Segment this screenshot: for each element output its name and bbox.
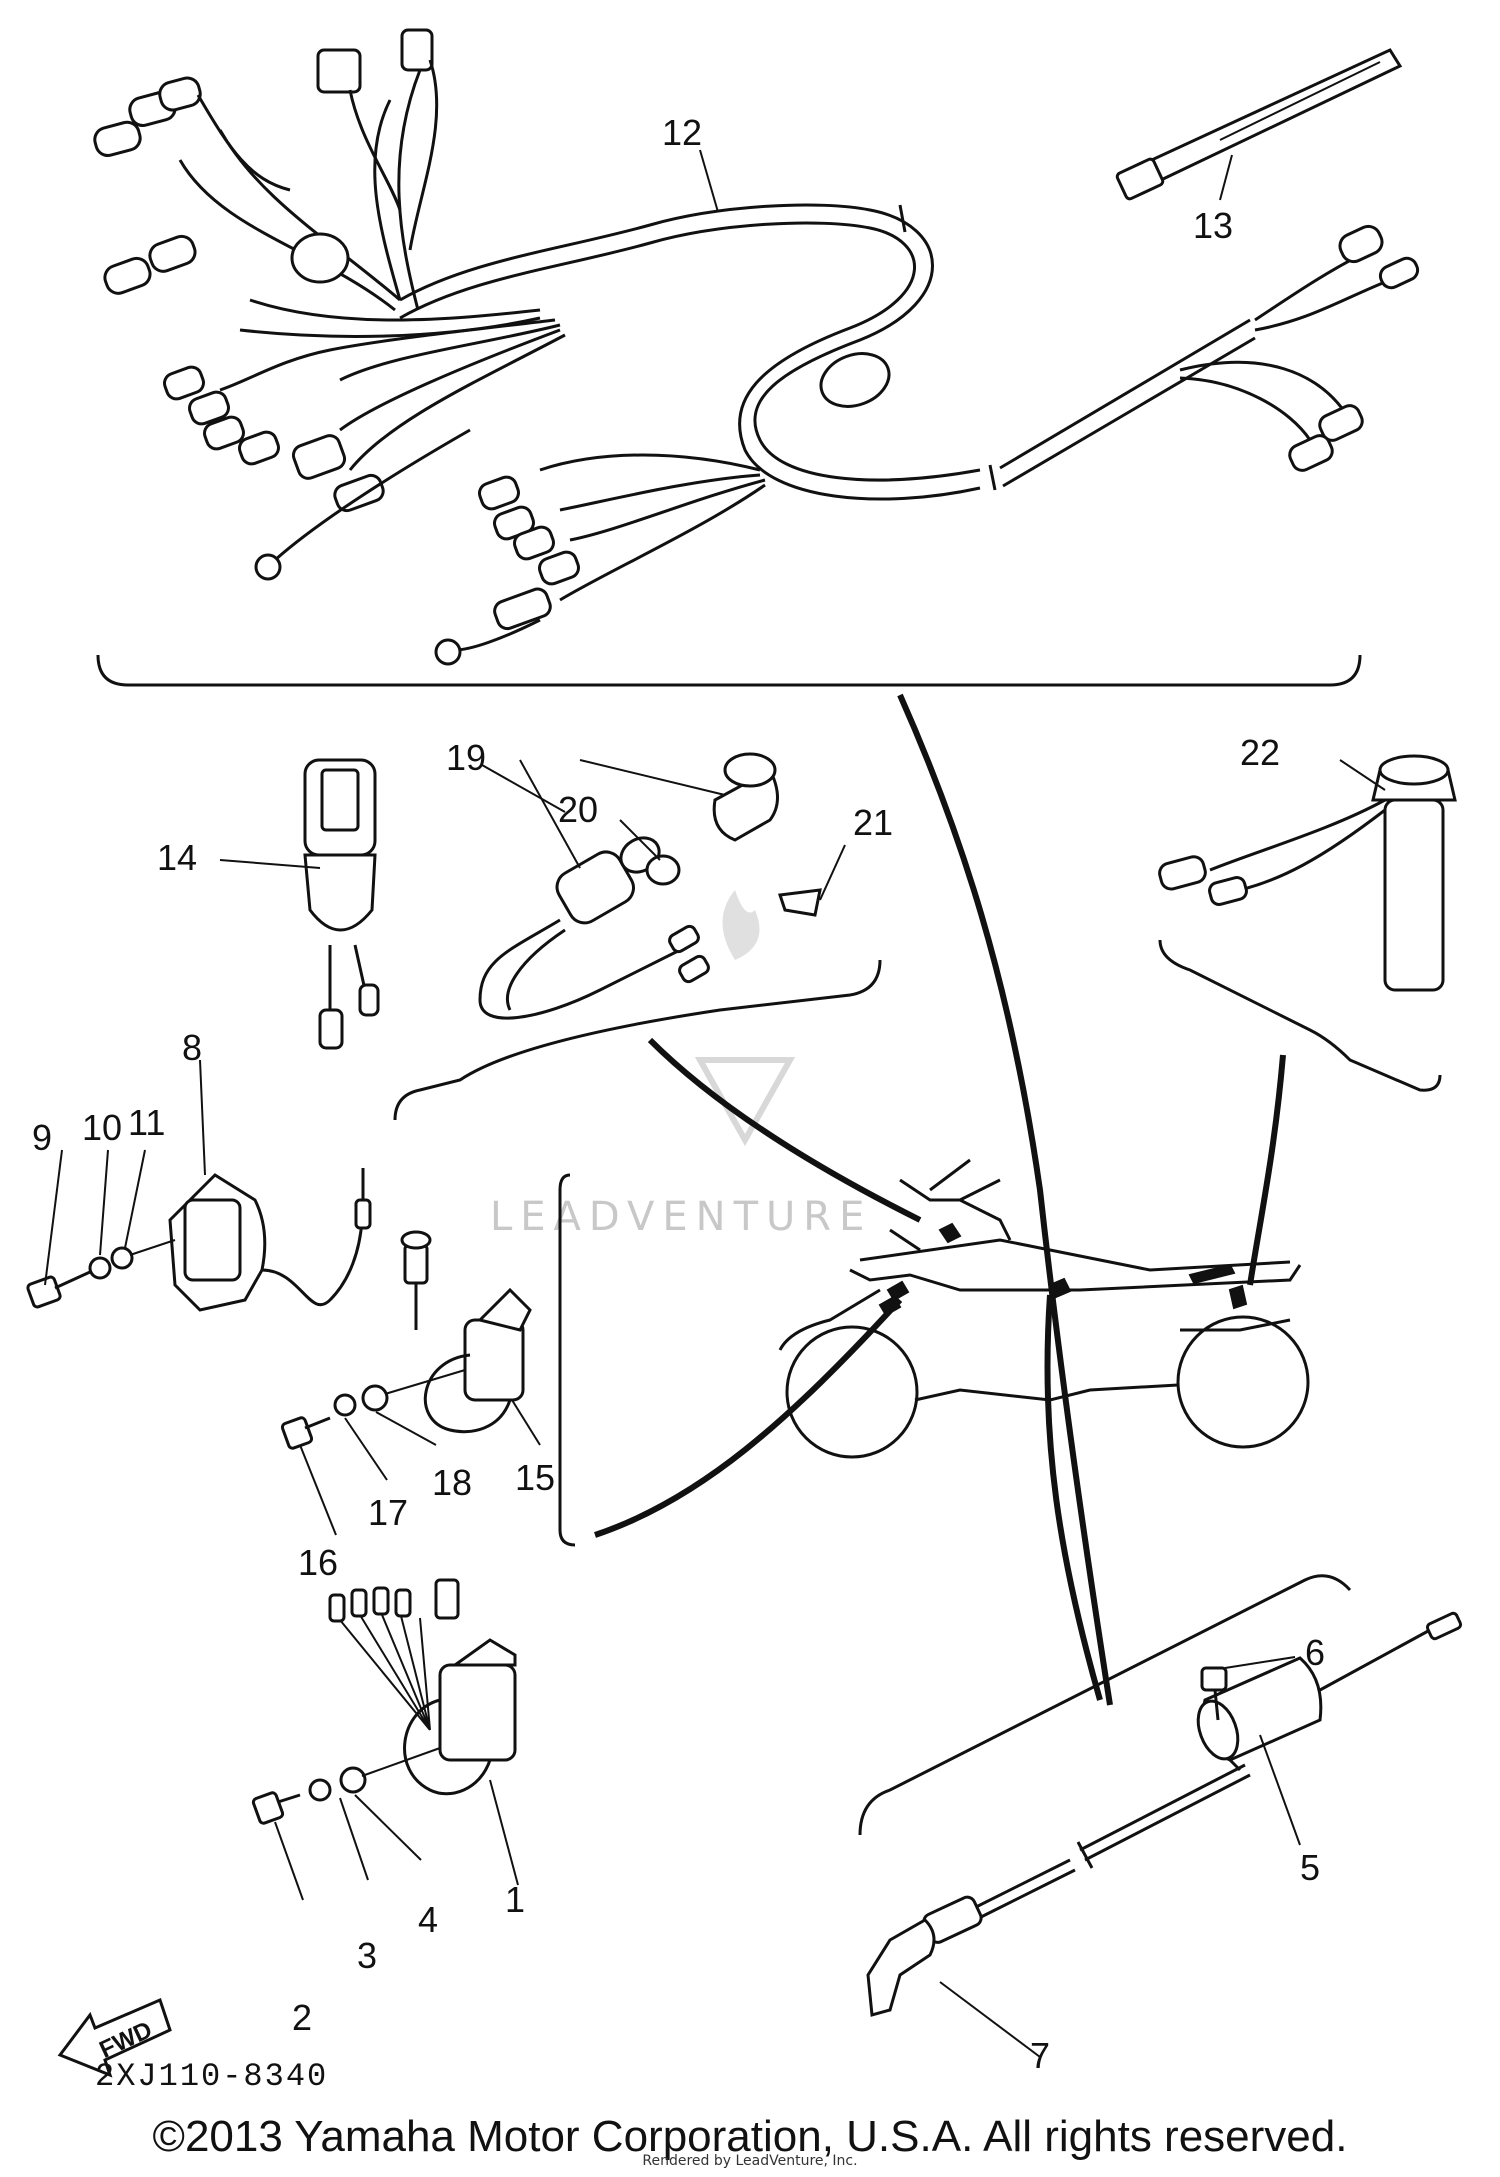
callout-13: 13	[1193, 205, 1233, 246]
callout-14: 14	[157, 837, 197, 878]
copyright-notice: ©2013 Yamaha Motor Corporation, U.S.A. A…	[152, 2112, 1348, 2161]
callout-7: 7	[1030, 2035, 1050, 2076]
rectifier-unit	[251, 1578, 517, 1825]
callout-3: 3	[357, 1935, 377, 1976]
cable-tie	[1115, 48, 1403, 201]
watermark: LEADVENTURE	[490, 890, 872, 1240]
callout-11: 11	[128, 1102, 165, 1143]
choke-assembly	[858, 1574, 1463, 2017]
callout-21: 21	[853, 802, 893, 843]
callout-6: 6	[1305, 1632, 1325, 1673]
callout-22: 22	[1240, 732, 1280, 773]
rendered-by-note: Rendered by LeadVenture, Inc.	[642, 2153, 858, 2169]
callout-17: 17	[368, 1492, 408, 1533]
callout-16: 16	[298, 1542, 338, 1583]
callout-12: 12	[662, 112, 702, 153]
callout-numbers: 1 2 3 4 5 6 7 8 9 10 11 12 13 14 15 16 1…	[32, 112, 1325, 2076]
callout-18: 18	[432, 1462, 472, 1503]
callout-20: 20	[558, 789, 598, 830]
sensor-unit	[1158, 754, 1457, 1092]
callout-19: 19	[446, 737, 486, 778]
connector-cluster-left	[163, 365, 385, 513]
callout-4: 4	[418, 1899, 438, 1940]
callout-5: 5	[1300, 1847, 1320, 1888]
callout-9: 9	[32, 1117, 52, 1158]
kill-switch-group	[393, 752, 882, 1121]
callout-10: 10	[82, 1107, 122, 1148]
cdi-unit	[26, 1168, 372, 1312]
watermark-text: LEADVENTURE	[490, 1194, 872, 1240]
callout-15: 15	[515, 1457, 555, 1498]
connector-cluster-middle	[478, 475, 580, 631]
callout-leaders	[44, 149, 1386, 2058]
ignition-coil	[280, 1173, 576, 1547]
atv-sketch	[778, 1158, 1310, 1459]
main-switch	[303, 758, 380, 1050]
drawing-code: 2XJ110-8340	[95, 2058, 328, 2095]
assembly-leaders	[594, 693, 1286, 1706]
callout-1: 1	[505, 1879, 525, 1920]
callout-2: 2	[292, 1997, 312, 2038]
wire-harness	[93, 28, 1420, 687]
callout-8: 8	[182, 1027, 202, 1068]
